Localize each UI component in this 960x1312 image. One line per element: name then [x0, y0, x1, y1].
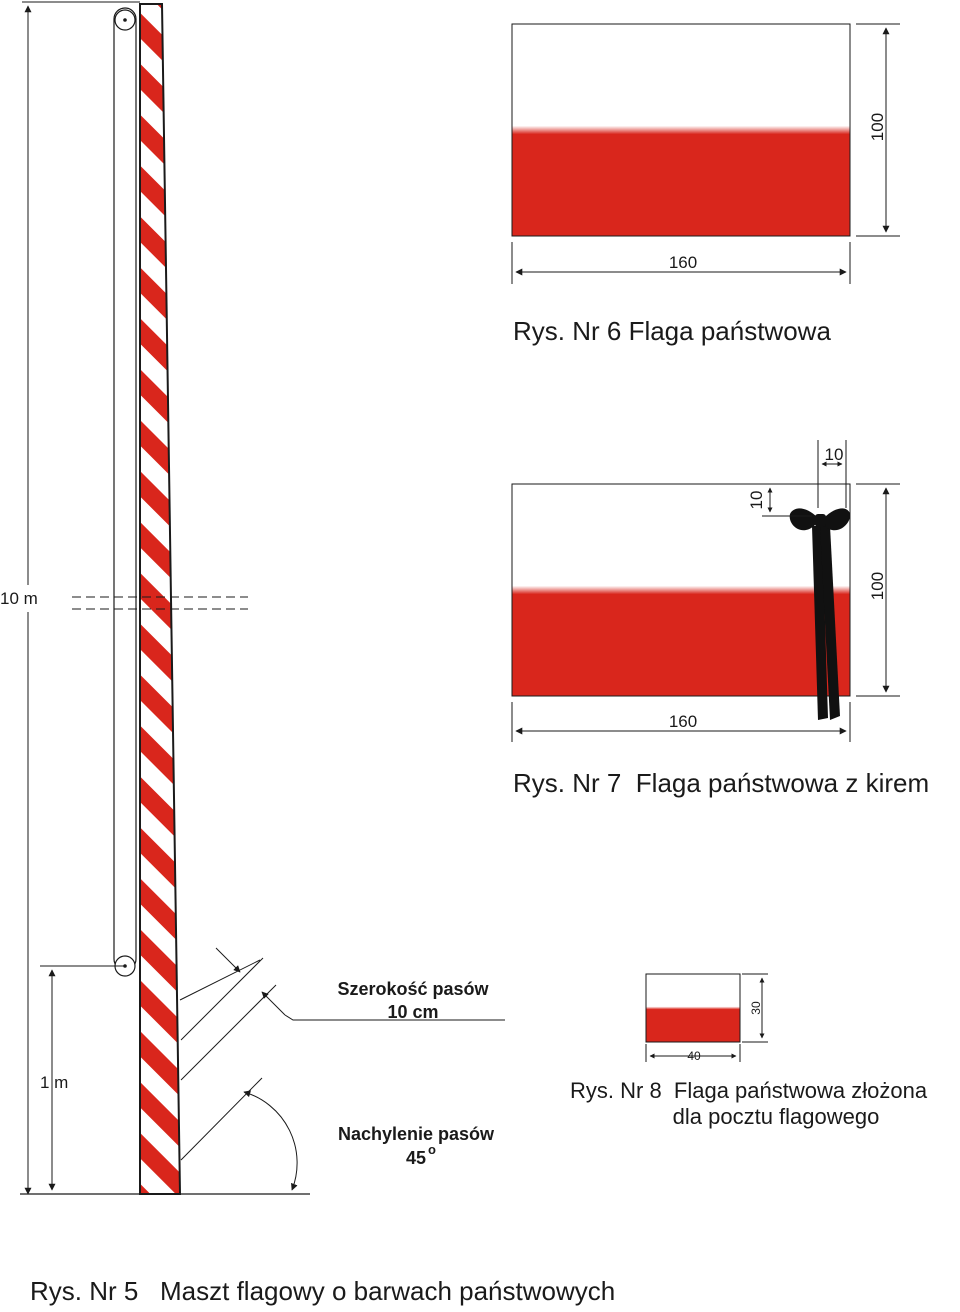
figure-flag-mourning: 10 10 160 100 Rys. Nr 7 Flaga państwowa … [511, 440, 929, 798]
flag-8 [645, 973, 741, 1043]
flag7-width-label: 160 [669, 712, 697, 731]
stripe-width-value: 10 cm [387, 1002, 438, 1022]
figure-flag-folded: 40 30 Rys. Nr 8 Flaga państwowa złożona … [570, 973, 928, 1129]
figure-flag: 160 100 Rys. Nr 6 Flaga państwowa [511, 23, 900, 346]
stripe-angle-title: Nachylenie pasów [338, 1124, 495, 1144]
flag8-height-label: 30 [749, 1001, 763, 1015]
bottom-label: 1 m [40, 1073, 68, 1092]
stripe-width-leader [284, 1014, 505, 1021]
caption-figure8-line1: Rys. Nr 8 Flaga państwowa złożona [570, 1078, 928, 1103]
flag8-width-label: 40 [687, 1049, 701, 1063]
height-label: 10 m [0, 589, 38, 608]
mourning-ribbon-icon [789, 508, 851, 720]
flag6-width-label: 160 [669, 253, 697, 272]
caption-figure5: Rys. Nr 5 Maszt flagowy o barwach państw… [30, 1276, 615, 1306]
caption-figure7: Rys. Nr 7 Flaga państwowa z kirem [513, 768, 929, 798]
angle-arc [243, 1090, 298, 1191]
angle-ext-line [180, 1077, 263, 1161]
ribbon-y-label: 10 [747, 491, 766, 510]
caption-figure6: Rys. Nr 6 Flaga państwowa [513, 316, 831, 346]
stripe-ext-line-2 [180, 984, 277, 1081]
flag6-height-label: 100 [868, 113, 887, 141]
flag-6 [511, 23, 851, 237]
stripe-width-title: Szerokość pasów [337, 979, 489, 999]
stripe-angle-unit: o [428, 1142, 436, 1157]
caption-figure8-line2: dla pocztu flagowego [673, 1104, 880, 1129]
stripe-angle-value: 45 [406, 1148, 426, 1168]
ribbon-x-label: 10 [825, 445, 844, 464]
flag7-height-label: 100 [868, 572, 887, 600]
stripe-ext-line-1 [180, 957, 264, 1041]
halyard-rope [113, 7, 137, 971]
